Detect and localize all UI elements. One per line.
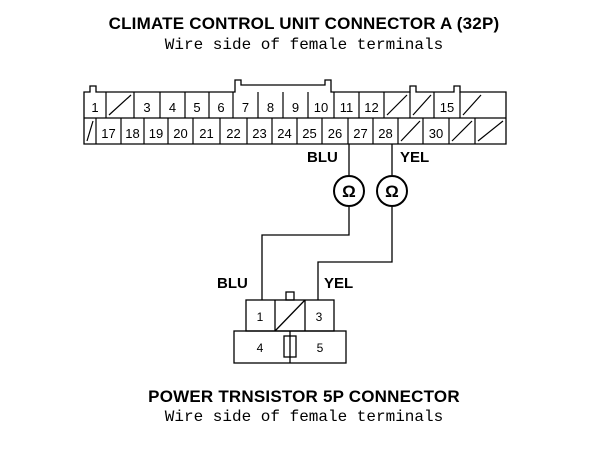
wire-label-blu-top: BLU	[307, 149, 338, 166]
connector-b-subtitle: Wire side of female terminals	[164, 408, 444, 426]
pin-number: 12	[364, 100, 378, 115]
pin-number: 28	[378, 126, 392, 141]
pin-number: 11	[340, 100, 354, 115]
ohmmeter-left: Ω	[333, 175, 365, 207]
ohm-symbol-left: Ω	[342, 182, 356, 201]
wire-label-blu-bottom: BLU	[217, 275, 248, 292]
pin-number: 25	[302, 126, 316, 141]
connector-a-row1: 1 3 4 5 6 7 8 9 10 11 12 15	[91, 92, 482, 118]
unused-cavity-slash	[400, 120, 421, 142]
pin-number: 7	[242, 100, 249, 115]
unused-cavity-slash	[412, 94, 432, 116]
pin-number: 6	[217, 100, 224, 115]
wire-yel-bottom	[317, 207, 393, 300]
pin-number: 23	[252, 126, 266, 141]
pin-number: 24	[277, 126, 291, 141]
ohm-symbol-right: Ω	[385, 182, 399, 201]
pin-number: 21	[199, 126, 213, 141]
connector-b-pin-3: 3	[316, 310, 323, 324]
connector-b-pin-4: 4	[257, 341, 264, 355]
pin-number: 22	[226, 126, 240, 141]
pin-number: 9	[292, 100, 299, 115]
unused-cavity-slash	[386, 94, 408, 116]
pin-number: 18	[125, 126, 139, 141]
unused-cavity-slash	[462, 94, 482, 116]
unused-cavity-slash	[86, 120, 94, 142]
wire-label-yel-top: YEL	[400, 149, 429, 166]
unused-cavity-slash	[451, 120, 473, 142]
pin-number: 3	[143, 100, 150, 115]
wire-blu-bottom	[261, 207, 350, 300]
pin-number: 15	[440, 100, 454, 115]
connector-a-row2: 17 18 19 20 21 22 23 24 25 26 27 28 30	[86, 118, 504, 144]
unused-cavity-slash	[477, 120, 504, 142]
pin-number: 4	[169, 100, 176, 115]
pin-number: 1	[91, 100, 98, 115]
probe-wires	[261, 144, 393, 300]
connector-b-housing	[233, 291, 347, 364]
pin-number: 27	[353, 126, 367, 141]
unused-cavity-slash	[108, 94, 132, 116]
pin-number: 8	[267, 100, 274, 115]
pin-number: 26	[328, 126, 342, 141]
connector-b-title: POWER TRNSISTOR 5P CONNECTOR	[148, 387, 460, 406]
wire-label-yel-bottom: YEL	[324, 275, 353, 292]
connector-b-pin-1: 1	[257, 310, 264, 324]
connector-a-title: CLIMATE CONTROL UNIT CONNECTOR A (32P)	[108, 14, 500, 33]
pin-number: 10	[314, 100, 328, 115]
pin-number: 5	[193, 100, 200, 115]
ohmmeter-right: Ω	[376, 175, 408, 207]
pin-number: 19	[149, 126, 163, 141]
connector-b-pin-5: 5	[317, 341, 324, 355]
pin-number: 30	[429, 126, 443, 141]
pin-number: 20	[173, 126, 187, 141]
pin-number: 17	[101, 126, 115, 141]
connector-a-subtitle: Wire side of female terminals	[164, 36, 444, 54]
